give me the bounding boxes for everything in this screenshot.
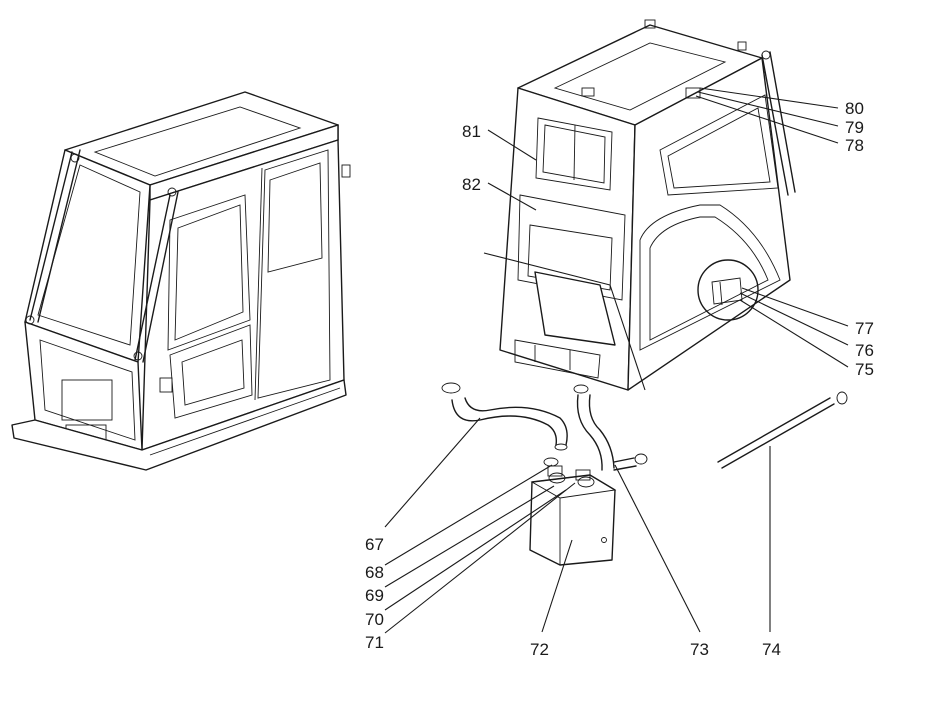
- callout-74: 74: [762, 640, 781, 659]
- callout-80: 80: [845, 99, 864, 118]
- right-cab-assembly: [499, 19, 796, 391]
- callout-68: 68: [365, 563, 384, 582]
- callout-81: 81: [462, 122, 481, 141]
- callout-labels: 67 68 69 70 71 72 73 74 75 76 77 78 79 8…: [365, 99, 874, 659]
- callout-82: 82: [462, 175, 481, 194]
- loose-parts: [441, 382, 848, 566]
- callout-73: 73: [690, 640, 709, 659]
- callout-71: 71: [365, 633, 384, 652]
- callout-77: 77: [855, 319, 874, 338]
- left-cab-assembly: [11, 91, 351, 471]
- callout-69: 69: [365, 586, 384, 605]
- leader-lines: [384, 87, 849, 634]
- callout-67: 67: [365, 535, 384, 554]
- callout-78: 78: [845, 136, 864, 155]
- callout-75: 75: [855, 360, 874, 379]
- callout-79: 79: [845, 118, 864, 137]
- callout-72: 72: [530, 640, 549, 659]
- callout-76: 76: [855, 341, 874, 360]
- callout-70: 70: [365, 610, 384, 629]
